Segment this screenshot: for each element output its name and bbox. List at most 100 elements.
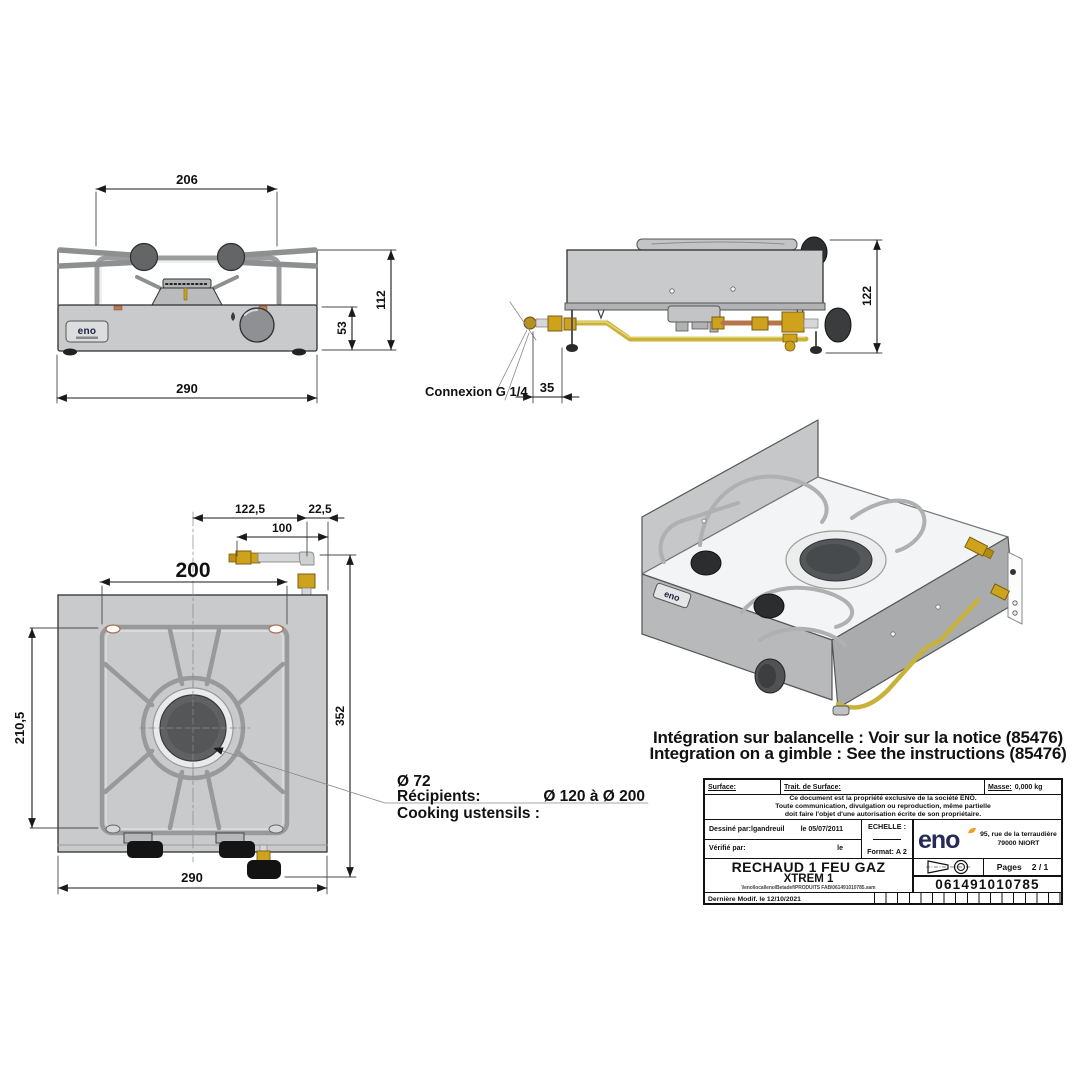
ruler-ticks xyxy=(874,893,1061,905)
dim-side-height: 122 xyxy=(860,286,874,306)
dim-front-width-bottom: 290 xyxy=(176,381,198,396)
doc-title-line-1: RECHAUD 1 FEU GAZ xyxy=(731,859,886,875)
side-connector-label: Connexion G 1/4 xyxy=(425,384,528,399)
side-body xyxy=(566,249,824,305)
company-address-1: 95, rue de la terraudière xyxy=(980,831,1057,838)
front-brand-badge: eno xyxy=(65,320,109,343)
side-control-knob xyxy=(824,307,852,343)
dim-top-width: 290 xyxy=(181,870,203,885)
dim-front-width-top: 206 xyxy=(176,172,198,187)
scale-line xyxy=(873,838,901,840)
iso-grip-1 xyxy=(690,550,722,576)
scale-cell: ECHELLE : Format: A 2 xyxy=(862,820,914,858)
note-french: Intégration sur balancelle : Voir sur la… xyxy=(652,728,1064,747)
front-clip-left xyxy=(113,305,123,311)
front-grip-right xyxy=(216,242,246,272)
side-dimensions: 35 122 Connexion G 1/4 xyxy=(425,239,883,404)
front-support-arms xyxy=(57,247,318,290)
front-foot-right xyxy=(292,348,306,356)
notice-line-3: doit faire l'objet d'une autorisation éc… xyxy=(784,810,982,818)
part-number: 061491010785 xyxy=(914,875,1061,892)
eno-logo: eno xyxy=(918,826,976,854)
front-burner xyxy=(151,278,223,306)
iso-gas-pipe xyxy=(835,597,981,710)
note-english: Integration on a gimble : See the instru… xyxy=(649,744,1067,763)
authors-cell: Dessiné par: lgandreuil le 05/07/2011 Vé… xyxy=(705,820,862,858)
mass-cell: Masse: 0,000 kg xyxy=(985,780,1061,794)
side-hole-2 xyxy=(730,286,736,292)
front-dimensions: 206 290 53 112 xyxy=(56,172,397,404)
dim-side-offset: 35 xyxy=(540,380,554,395)
mass-value: 0,000 kg xyxy=(1014,783,1043,791)
iso-burner xyxy=(785,530,887,590)
eno-logo-spark xyxy=(968,827,976,834)
iso-bracket-hole-2 xyxy=(1012,610,1018,616)
doc-title-cell: RECHAUD 1 FEU GAZ XTREM 1 \\eno\local\en… xyxy=(705,859,914,892)
titleblock-row-modified: Dernière Modif. le 12/10/2021 xyxy=(705,892,1061,905)
drawn-date: le 05/07/2011 xyxy=(800,825,843,833)
format-cell: Format: A 2 xyxy=(867,847,907,856)
dim-top-pipe: 100 xyxy=(272,521,292,535)
iso-front-knob xyxy=(754,658,786,694)
iso-hole-3 xyxy=(935,604,941,610)
recipients-value: Ø 120 à Ø 200 xyxy=(543,788,645,805)
top-pad-tl xyxy=(105,624,121,634)
dim-front-height-total: 112 xyxy=(374,290,388,310)
company-address: 95, rue de la terraudière 79000 NIORT xyxy=(978,830,1059,848)
pages-cell: Pages 2 / 1 xyxy=(984,859,1061,875)
checked-label: Vérifié par: xyxy=(709,845,746,853)
cooking-label: Cooking ustensils : xyxy=(397,805,540,822)
titleblock-row-authors: Dessiné par: lgandreuil le 05/07/2011 Vé… xyxy=(705,819,1061,858)
titleblock-row-surface: Surface: Trait. de Surface: Masse: 0,000… xyxy=(705,780,1061,794)
side-valve-body xyxy=(781,311,805,333)
front-flame-icon xyxy=(231,312,235,321)
scale-label: ECHELLE : xyxy=(868,822,906,831)
last-modified: Dernière Modif. le 12/10/2021 xyxy=(708,895,801,903)
top-grid-frame xyxy=(99,624,290,836)
top-view: 122,5 22,5 100 200 352 290 210,5 Ø 72 Ré… xyxy=(12,502,649,895)
format-label: Format: xyxy=(867,847,894,856)
top-feet xyxy=(123,832,255,858)
iso-hole-1 xyxy=(701,518,707,524)
notice-line-1: Ce document est la propriété exclusive d… xyxy=(789,795,977,803)
front-knob xyxy=(239,307,275,343)
dim-top-grid-depth: 210,5 xyxy=(12,712,27,745)
checked-by-row: Vérifié par: le xyxy=(705,840,861,859)
projection-symbol-icon xyxy=(925,859,971,875)
recipients-label: Récipients: xyxy=(397,788,481,805)
side-gas-line xyxy=(523,307,852,352)
top-elbow-connector xyxy=(228,550,316,597)
side-ball-fitting xyxy=(523,316,537,330)
drawn-by-value: lgandreuil xyxy=(751,825,785,833)
property-notice: Ce document est la propriété exclusive d… xyxy=(705,794,1061,819)
front-foot-left xyxy=(63,348,77,356)
burner-diameter-label: Ø 72 xyxy=(397,773,431,790)
front-grip-left xyxy=(129,242,159,272)
iso-grip-2 xyxy=(753,593,785,619)
top-pad-bl xyxy=(105,824,121,834)
eno-logo-text: eno xyxy=(918,826,960,854)
side-regulator xyxy=(667,305,721,333)
drawn-by-row: Dessiné par: lgandreuil le 05/07/2011 xyxy=(705,820,861,840)
doc-file-path: \\eno\local\eno\Betadef\PRODUITS FAB\061… xyxy=(741,885,876,891)
surface-label: Surface: xyxy=(705,780,781,794)
top-pad-br xyxy=(268,824,284,834)
drawn-by-label: Dessiné par: xyxy=(709,825,752,833)
surface-treatment-label: Trait. de Surface: xyxy=(781,780,985,794)
mass-label: Masse: xyxy=(988,783,1012,791)
format-value: A 2 xyxy=(895,847,907,856)
top-burner-spec: Ø 72 Récipients: Ø 120 à Ø 200 Cooking u… xyxy=(212,747,649,822)
top-valve-knob xyxy=(247,844,281,879)
dim-top-total-depth: 352 xyxy=(333,706,347,726)
integration-notes: Intégration sur balancelle : Voir sur la… xyxy=(648,728,1068,763)
front-side-panels xyxy=(57,249,318,306)
front-brand-text: eno xyxy=(78,326,97,337)
dim-top-center: 122,5 xyxy=(235,502,265,516)
projection-symbol-cell xyxy=(914,859,984,875)
dim-top-grid-width: 200 xyxy=(175,559,210,582)
iso-bracket-hole-1 xyxy=(1012,600,1018,606)
company-address-2: 79000 NIORT xyxy=(997,840,1040,847)
side-feet xyxy=(566,309,822,354)
